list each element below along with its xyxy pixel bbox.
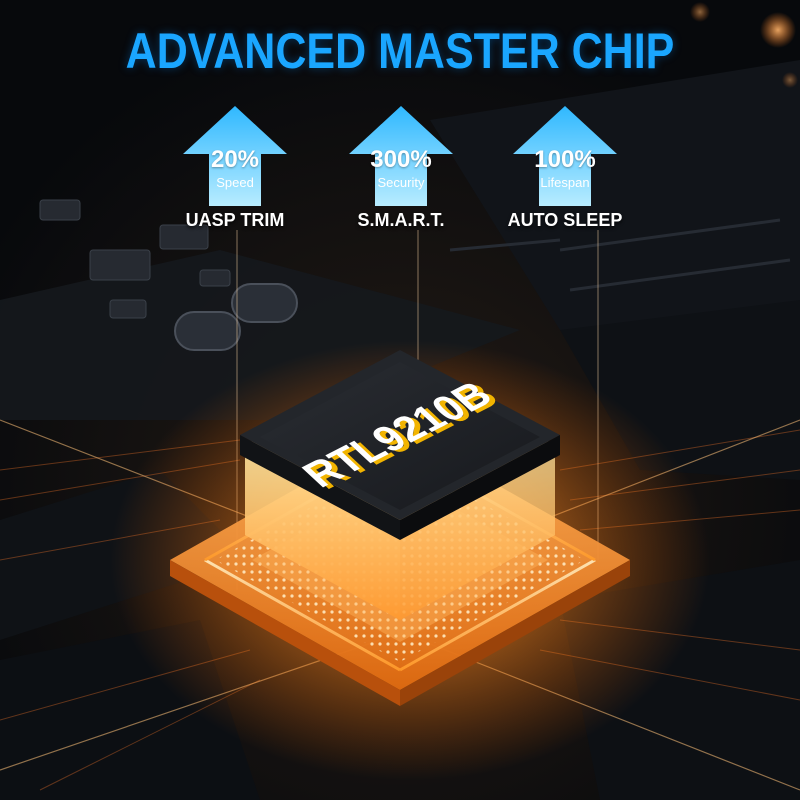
feature-lifespan-label: Lifespan [540, 175, 590, 190]
up-arrow-icon [183, 106, 287, 206]
feature-security-name: S.M.A.R.T. [357, 210, 445, 230]
headline: ADVANCED MASTER CHIP [125, 23, 675, 79]
up-arrow-icon [349, 106, 453, 206]
up-arrow-icon [513, 106, 617, 206]
feature-lifespan-value: 100% [534, 146, 596, 173]
feature-speed-label: Speed [216, 175, 254, 190]
feature-speed-name: UASP TRIM [185, 210, 285, 230]
feature-lifespan-name: AUTO SLEEP [507, 210, 623, 230]
feature-speed-value: 20% [210, 146, 260, 173]
feature-security-label: Security [377, 175, 425, 190]
feature-security-value: 300% [370, 146, 432, 173]
